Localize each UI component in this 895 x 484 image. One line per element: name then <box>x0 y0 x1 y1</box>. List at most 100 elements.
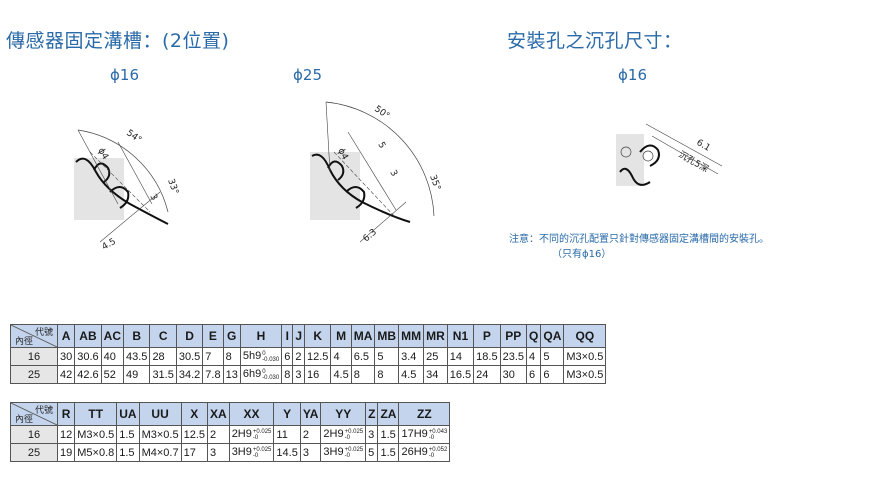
tolerance-lower: -0 <box>252 434 259 441</box>
groove-outline-2 <box>109 186 130 209</box>
table-cell: 17 <box>180 443 209 462</box>
table-cell: 6 <box>540 365 565 384</box>
dim-6-1: 6.1 <box>695 138 712 154</box>
cell-value: 18.5 <box>476 350 498 363</box>
table-cell: 13 <box>222 365 241 384</box>
tolerance-lower: -0.030 <box>262 374 280 381</box>
column-header-qq: QQ <box>563 324 607 348</box>
cell-value: 5 <box>368 446 375 459</box>
cell-value: 34.2 <box>178 368 201 381</box>
column-header-k: K <box>304 324 332 348</box>
dim-line <box>99 191 161 243</box>
column-header-ya: YA <box>299 402 322 426</box>
table-cell: 7 <box>202 347 224 366</box>
table-cell: M3×0.5 <box>138 425 182 444</box>
table-cell: 3H9+0.025-0 <box>320 443 367 462</box>
cell-value: 4.5 <box>333 368 349 381</box>
hole-phi16-label: ϕ16 <box>618 66 647 84</box>
cell-value: 31.5 <box>152 368 174 381</box>
section-shade <box>616 134 644 186</box>
column-header-d: D <box>175 324 204 348</box>
cell-value: 12.5 <box>307 350 329 363</box>
cell-value: 5 <box>377 350 384 363</box>
table-cell: 1.5 <box>377 443 400 462</box>
cell-value: 25 <box>426 350 439 363</box>
phi16-label: ϕ16 <box>110 66 139 84</box>
dim-line <box>325 101 331 173</box>
table-cell: 31.5 <box>149 365 177 384</box>
cell-value: M3×0.5 <box>77 428 115 441</box>
table-cell: 8 <box>281 365 294 384</box>
dim-3: 3 <box>147 193 159 203</box>
corner-code-label: 代號 <box>34 327 53 337</box>
table-cell: 34.2 <box>175 365 204 384</box>
table-cell: 3 <box>292 365 306 384</box>
column-header-j: J <box>292 324 306 348</box>
table-cell: 8 <box>374 365 400 384</box>
cell-value: M5×0.8 <box>77 446 115 459</box>
cell-value: 3 <box>210 446 217 459</box>
column-header-zz: ZZ <box>398 402 451 426</box>
table-cell: 6 <box>281 347 294 366</box>
center-line <box>333 151 397 219</box>
cell-value: 1.5 <box>380 446 396 459</box>
cell-value: 12.5 <box>183 428 206 441</box>
table-corner-header: 代號 內徑 <box>10 402 58 426</box>
tolerance-upper: 0 <box>262 350 266 357</box>
tolerance-upper: +0.025 <box>252 428 272 435</box>
cell-value: 49 <box>126 368 139 381</box>
cell-value: M3×0.5 <box>566 350 604 363</box>
cell-value: 42.6 <box>77 368 99 381</box>
cell-value: 3H9 <box>323 446 344 459</box>
groove-outline <box>639 144 660 167</box>
angle-outer: 54° <box>124 128 143 145</box>
table-cell: 49 <box>123 365 151 384</box>
tolerance: +0.025-0 <box>345 447 364 459</box>
table-cell: 1.5 <box>377 425 400 444</box>
cell-value: 7.8 <box>205 368 221 381</box>
cell-value: M4×0.7 <box>141 446 179 459</box>
cell-value: 4 <box>333 350 340 363</box>
cell-value: 42 <box>60 368 73 381</box>
table-cell: 2 <box>299 425 322 444</box>
cell-value: 13 <box>225 368 238 381</box>
cell-value: 24 <box>476 368 489 381</box>
table-cell: 3 <box>207 443 230 462</box>
column-header-g: G <box>222 324 241 348</box>
column-header-ua: UA <box>116 402 140 426</box>
table-cell: 14.5 <box>273 443 301 462</box>
tolerance: +0.052-0 <box>429 447 448 459</box>
table-cell: 12.5 <box>304 347 332 366</box>
dim-line <box>347 131 397 211</box>
cell-value: 12 <box>60 428 73 441</box>
row-bore-key: 25 <box>10 443 58 462</box>
table-cell: 23.5 <box>499 347 528 366</box>
tolerance-upper: +0.025 <box>344 446 364 453</box>
cell-value: 14 <box>449 350 462 363</box>
counterbore-depth: 沉孔5深 <box>677 149 711 175</box>
cell-value: 17H9 <box>401 428 428 441</box>
column-header-z: Z <box>365 402 379 426</box>
table-corner-header: 代號 內徑 <box>10 324 58 348</box>
cell-value: 3H9 <box>231 446 252 459</box>
cell-value: 11 <box>276 428 288 441</box>
cell-value: 23.5 <box>502 350 525 363</box>
table-cell: 30.5 <box>175 347 204 366</box>
phi25-label: ϕ25 <box>293 66 322 84</box>
table-cell: 16 <box>304 365 332 384</box>
column-header-yy: YY <box>320 402 367 426</box>
column-header-h: H <box>239 324 283 348</box>
column-header-b: B <box>123 324 151 348</box>
cell-value: 1.5 <box>119 428 135 441</box>
table-cell: 2H9+0.025-0 <box>320 425 367 444</box>
cell-value: 30.6 <box>77 350 99 363</box>
cell-value: 6 <box>543 368 550 381</box>
tolerance-lower: -0 <box>344 452 350 459</box>
tolerance: +0.025-0 <box>253 429 272 441</box>
profile-outline <box>311 153 411 223</box>
table-cell: 30 <box>499 365 528 384</box>
